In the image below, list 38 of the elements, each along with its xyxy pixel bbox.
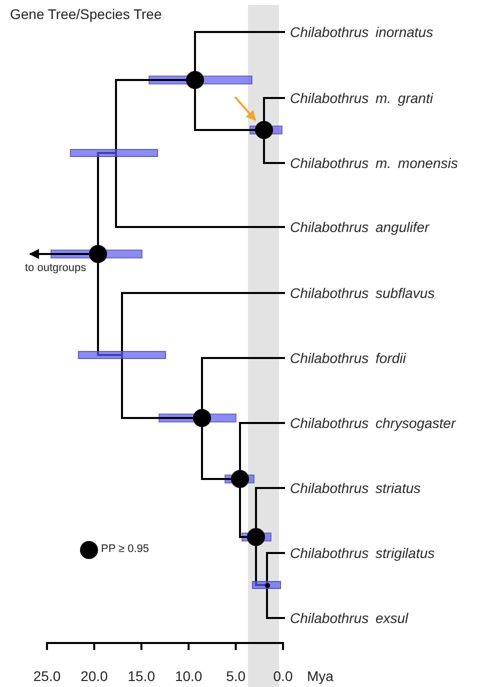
taxon-label: Chilabothrus exsul	[285, 609, 408, 627]
tick-label: 15.0	[127, 668, 156, 684]
arrow	[234, 96, 256, 121]
taxon-label: Chilabothrus fordii	[285, 349, 406, 367]
confidence-bar	[78, 351, 166, 359]
tick-label: 10.0	[174, 668, 203, 684]
confidence-bar	[252, 581, 281, 589]
confidence-bar	[70, 149, 158, 157]
axis-label: Mya	[307, 668, 334, 684]
title: Gene Tree/Species Tree	[10, 6, 162, 22]
tree-branch	[263, 97, 285, 121]
taxon-label: Chilabothrus subflavus	[285, 284, 435, 302]
tick-label: 0.0	[272, 668, 294, 684]
node-dot	[186, 71, 204, 89]
taxon-label: Chilabothrus striatus	[285, 479, 421, 497]
taxon-label: Chilabothrus chrysogaster	[285, 414, 456, 432]
tree-branch	[255, 487, 285, 528]
arrow	[29, 249, 89, 259]
tree-branch	[239, 422, 285, 470]
tick-label: 5.0	[225, 668, 247, 684]
taxon-label: Chilabothrus strigilatus	[285, 544, 435, 562]
node-dot	[231, 470, 249, 488]
taxon-label: Chilabothrus angulifer	[285, 218, 430, 236]
tree-branch	[201, 357, 285, 409]
tree-branch	[239, 488, 247, 538]
node-dot	[89, 245, 107, 263]
tree-branch	[263, 139, 285, 164]
taxon-label: Chilabothrus inornatus	[285, 23, 434, 41]
tree-branch	[201, 427, 231, 480]
legend-label: PP ≥ 0.95	[101, 543, 150, 555]
tick-label: 25.0	[33, 668, 61, 684]
tree-branch	[194, 89, 255, 131]
tree-branch	[194, 31, 285, 71]
node-dot	[193, 409, 211, 427]
edge-label: to outgroups	[25, 262, 86, 274]
tick-label: 20.0	[80, 668, 108, 684]
taxon-label: Chilabothrus m. granti	[285, 89, 433, 107]
taxon-label: Chilabothrus m. monensis	[285, 154, 458, 172]
